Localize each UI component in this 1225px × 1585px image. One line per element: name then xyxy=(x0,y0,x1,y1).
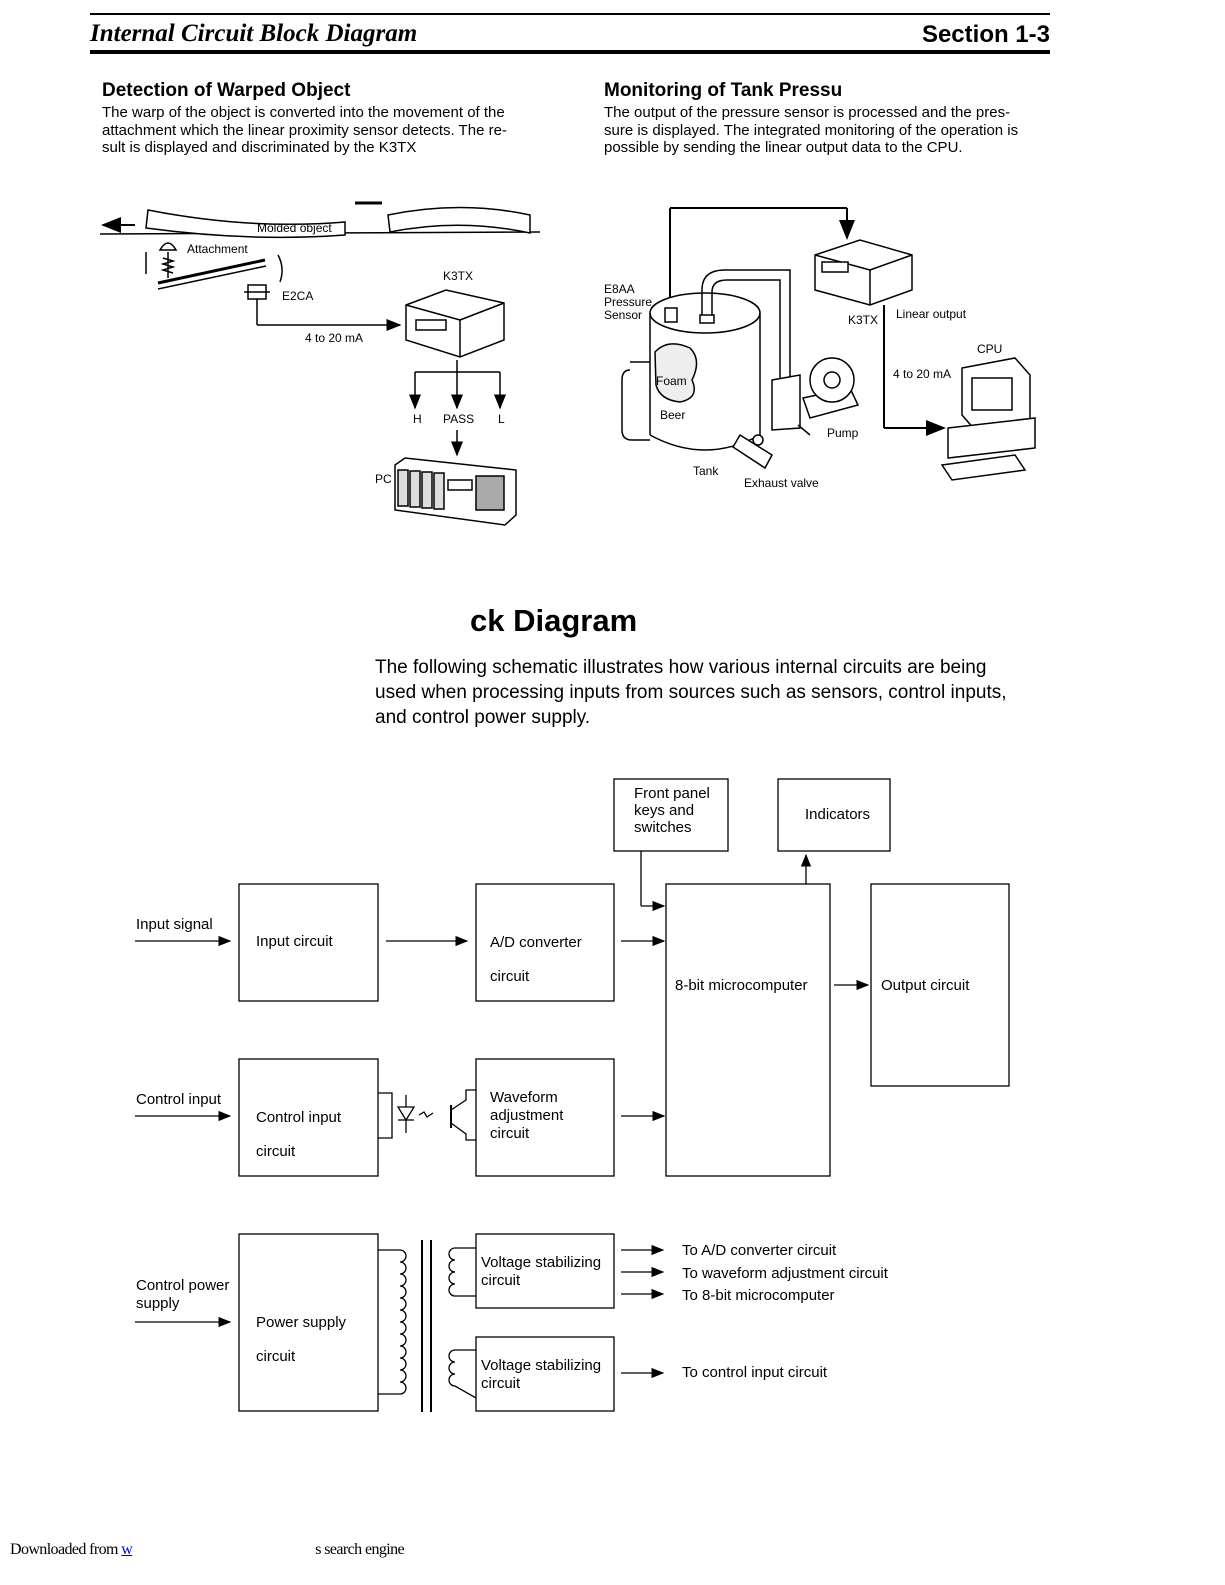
label-pump: Pump xyxy=(827,426,859,440)
warped-object-illustration xyxy=(99,201,541,526)
right-example-text: The output of the pressure sensor is pro… xyxy=(604,104,1019,156)
input-signal-label: Input signal xyxy=(136,916,213,933)
header-bottom-rule xyxy=(90,50,1050,54)
header-title: Internal Circuit Block Diagram xyxy=(90,20,418,47)
label-k3tx-right: K3TX xyxy=(848,313,879,327)
microcomputer-label: 8-bit microcomputer xyxy=(675,977,808,994)
to-control-label: To control input circuit xyxy=(682,1364,828,1381)
left-example-text: The warp of the object is converted into… xyxy=(102,104,507,156)
ad-converter-label: A/D converter circuit xyxy=(490,934,582,985)
label-attachment: Attachment xyxy=(187,242,248,256)
tank-pressure-illustration xyxy=(621,207,1036,481)
block-diagram-intro: The following schematic illustrates how … xyxy=(375,657,1007,728)
right-example-heading: Monitoring of Tank Pressu xyxy=(604,80,843,101)
footer-link[interactable]: w xyxy=(121,1541,133,1558)
front-panel-box-label: Front panel keys and switches xyxy=(634,785,710,836)
block-diagram-lines xyxy=(135,778,1010,1412)
label-h: H xyxy=(413,412,422,426)
block-diagram-heading: ck Diagram xyxy=(470,603,638,638)
control-input-circuit-label: Control input circuit xyxy=(256,1109,342,1160)
control-power-label: Control power supply xyxy=(136,1277,230,1312)
input-circuit-label: Input circuit xyxy=(256,933,333,950)
label-pc: PC xyxy=(375,472,392,486)
control-input-label: Control input xyxy=(136,1091,222,1108)
label-exhaust-valve: Exhaust valve xyxy=(744,476,819,490)
label-l: L xyxy=(498,412,505,426)
to-waveform-label: To waveform adjustment circuit xyxy=(682,1265,888,1282)
voltage-stabilizing-2-label: Voltage stabilizing circuit xyxy=(481,1357,602,1392)
waveform-label: Waveform adjustment circuit xyxy=(490,1089,564,1142)
label-e2ca: E2CA xyxy=(282,289,314,303)
header-section: Section 1-3 xyxy=(921,21,1050,48)
label-foam: Foam xyxy=(656,374,687,388)
label-molded-object: Molded object xyxy=(257,221,332,235)
power-supply-label: Power supply circuit xyxy=(256,1314,347,1365)
label-k3tx-left: K3TX xyxy=(443,269,474,283)
label-tank: Tank xyxy=(693,464,719,478)
to-micro-label: To 8-bit microcomputer xyxy=(682,1287,835,1304)
voltage-stabilizing-1-label: Voltage stabilizing circuit xyxy=(481,1254,602,1289)
header-top-rule xyxy=(90,13,1050,15)
label-current-left: 4 to 20 mA xyxy=(305,331,364,345)
label-sensor: E8AA Pressure Sensor xyxy=(604,282,653,322)
label-cpu: CPU xyxy=(977,342,1003,356)
label-pass: PASS xyxy=(443,412,475,426)
label-linear-output: Linear output xyxy=(896,307,967,321)
output-circuit-label: Output circuit xyxy=(881,977,970,994)
to-ad-label: To A/D converter circuit xyxy=(682,1242,837,1259)
indicators-box-label: Indicators xyxy=(805,806,871,823)
label-current-right: 4 to 20 mA xyxy=(893,367,952,381)
left-example-heading: Detection of Warped Object xyxy=(102,80,351,101)
label-beer: Beer xyxy=(660,408,686,422)
